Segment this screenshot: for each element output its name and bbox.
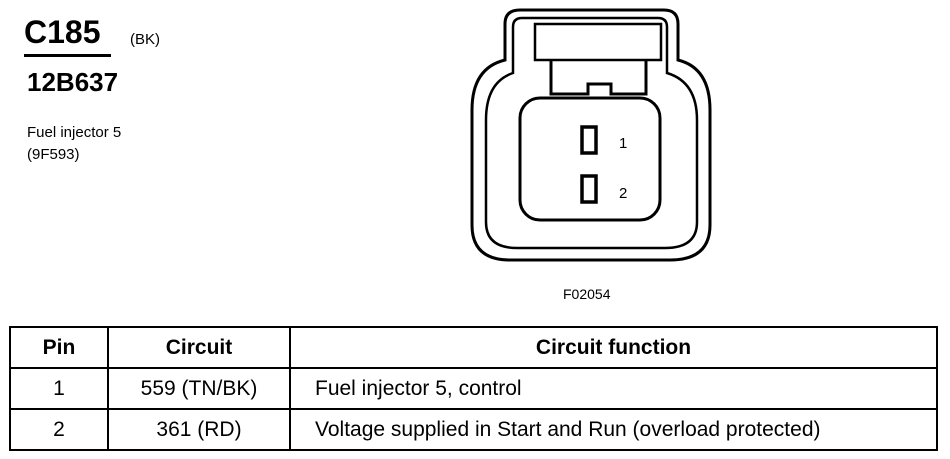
terminal-cavity-block — [518, 96, 662, 222]
locking-tab-channel — [533, 22, 663, 62]
header-pin: Pin — [9, 326, 109, 369]
connector-housing-outer — [470, 8, 712, 262]
connector-face-drawing: 1 2 — [470, 8, 712, 262]
pinout-table: Pin Circuit Circuit function 1 559 (TN/B… — [9, 326, 938, 451]
table-row: 1 559 (TN/BK) Fuel injector 5, control — [9, 367, 938, 410]
header-circuit-function: Circuit function — [289, 326, 938, 369]
pin-2-label: 2 — [619, 185, 627, 202]
component-base-number: (9F593) — [27, 146, 80, 163]
component-description: Fuel injector 5 — [27, 124, 122, 141]
circuit-cell: 559 (TN/BK) — [107, 367, 291, 410]
part-number: 12B637 — [27, 67, 119, 97]
pin-cell: 1 — [9, 367, 109, 410]
connector-id-underline — [24, 54, 111, 57]
locking-tab — [549, 60, 648, 96]
table-header-row: Pin Circuit Circuit function — [9, 326, 938, 369]
pin-1-label: 1 — [619, 135, 627, 152]
circuit-cell: 361 (RD) — [107, 408, 291, 451]
circuit-function-cell: Voltage supplied in Start and Run (overl… — [289, 408, 938, 451]
header-circuit: Circuit — [107, 326, 291, 369]
pin-2-cavity — [580, 174, 598, 204]
circuit-function-cell: Fuel injector 5, control — [289, 367, 938, 410]
connector-housing-inner — [484, 16, 699, 250]
table-row: 2 361 (RD) Voltage supplied in Start and… — [9, 408, 938, 451]
connector-id: C185 — [24, 14, 101, 50]
figure-reference: F02054 — [563, 286, 611, 302]
pin-1-cavity — [580, 125, 598, 155]
connector-color-code: (BK) — [130, 31, 160, 48]
pin-cell: 2 — [9, 408, 109, 451]
